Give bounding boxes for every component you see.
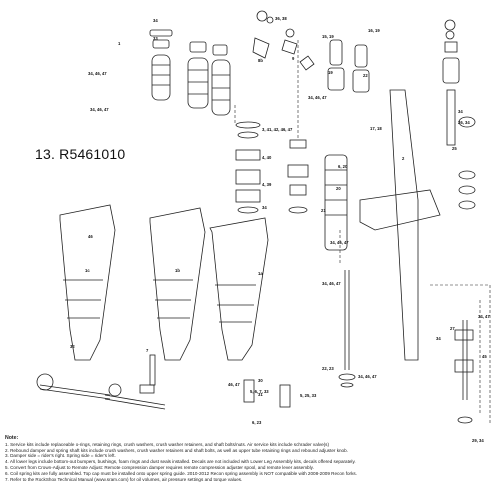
callout-4-40: 4, 40 — [262, 155, 272, 160]
callout-22: 22 — [363, 73, 368, 78]
callout-9: 9 — [292, 56, 295, 61]
notes-section: Note: 1. Service kits include replaceabl… — [5, 435, 495, 482]
callout-25: 25 — [452, 146, 457, 151]
callout-34: 34 — [458, 109, 463, 114]
callout-19: 19 — [328, 70, 333, 75]
lower-leg-1b — [149, 207, 206, 361]
callout-20: 20 — [336, 186, 341, 191]
callout-1b: 1b — [175, 268, 180, 273]
note-line: 3. Damper side = rider's right. Spring s… — [5, 453, 116, 459]
part-number-title: 13. R5461010 — [35, 146, 126, 162]
callout-34-46-47: 34, 46, 47 — [90, 107, 109, 112]
callout-3-41-42: 3, 41, 42, 46, 47 — [262, 127, 293, 132]
callout-46: 46 — [88, 234, 93, 239]
callout-16-19: 16, 19 — [368, 28, 380, 33]
callout-4-39: 4, 39 — [262, 182, 272, 187]
damper-cartridge-left — [327, 39, 345, 91]
guide-lines — [234, 40, 491, 425]
callout-21: 21 — [321, 208, 326, 213]
callout-22-23: 22, 23 — [322, 366, 334, 371]
callout-34-46-47: 34, 46, 47 — [308, 95, 327, 100]
damper-shaft — [338, 270, 356, 388]
callout-2: 2 — [402, 156, 405, 161]
note-line: 5. Convert from Crown-Adjust to Remote A… — [5, 464, 314, 470]
washer-stack — [235, 121, 309, 214]
axles — [36, 373, 166, 410]
callout-34-46-47: 34, 46, 47 — [330, 240, 349, 245]
callout-5-6-7-33: 5, 6, 7, 33 — [250, 389, 269, 394]
callout-8b: 8b — [258, 58, 263, 63]
callout-33: 33 — [153, 36, 158, 41]
callout-1a: 1a — [258, 271, 263, 276]
callout-34: 34 — [153, 18, 158, 23]
spring-assembly-middle — [187, 41, 209, 109]
damper-cartridge-right — [352, 44, 370, 93]
callout-1c: 1c — [85, 268, 90, 273]
crown-steerer — [359, 189, 441, 231]
callout-6-20: 6, 20 — [338, 164, 348, 169]
callout-34: 34 — [262, 205, 267, 210]
callout-34-46-47: 34, 46, 47 — [358, 374, 377, 379]
callout-36-38: 36, 38 — [275, 16, 287, 21]
callout-34-47: 34, 47 — [478, 314, 490, 319]
note-line: 6. Coil spring kits are fully assembled.… — [5, 470, 357, 476]
callout-26-34: 26, 34 — [458, 120, 470, 125]
callout-34-46-47: 34, 46, 47 — [322, 281, 341, 286]
note-line: 1. Service kits include replaceable o-ri… — [5, 441, 330, 447]
note-line: 4. All lower legs include bottom-out bum… — [5, 459, 356, 465]
right-parts-stack — [442, 19, 476, 210]
callout-1: 1 — [118, 41, 121, 46]
callout-34-46-47: 34, 46, 47 — [88, 71, 107, 76]
callout-17-18: 17, 18 — [370, 126, 382, 131]
callout-32: 32 — [70, 344, 75, 349]
spring-assembly-left — [149, 29, 173, 101]
note-line: 2. Rebound damper and spring shaft kits … — [5, 447, 348, 453]
callout-31: 31 — [258, 392, 263, 397]
callout-45: 45 — [482, 354, 487, 359]
callout-30: 30 — [258, 378, 263, 383]
callout-27: 27 — [450, 326, 455, 331]
callout-6-23: 6, 23 — [252, 420, 262, 425]
spring-assembly-right — [211, 44, 231, 116]
lower-leg-1c — [59, 204, 116, 361]
callout-29-34: 29, 34 — [472, 438, 484, 443]
bottom-bolts — [139, 354, 291, 408]
spring-shaft — [454, 320, 474, 424]
callout-5-25-33: 5, 25, 33 — [300, 393, 317, 398]
callout-7: 7 — [146, 348, 149, 353]
lower-leg-1a — [209, 217, 269, 361]
note-line: 7. Refer to the RockShox Technical Manua… — [5, 476, 243, 482]
remote-lever-parts — [252, 10, 315, 71]
callout-46-47: 46, 47 — [228, 382, 240, 387]
stanchion-tubes — [324, 89, 419, 361]
notes-title: Note: — [5, 435, 19, 441]
callout-15-19: 15, 19 — [322, 34, 334, 39]
callout-34: 34 — [436, 336, 441, 341]
